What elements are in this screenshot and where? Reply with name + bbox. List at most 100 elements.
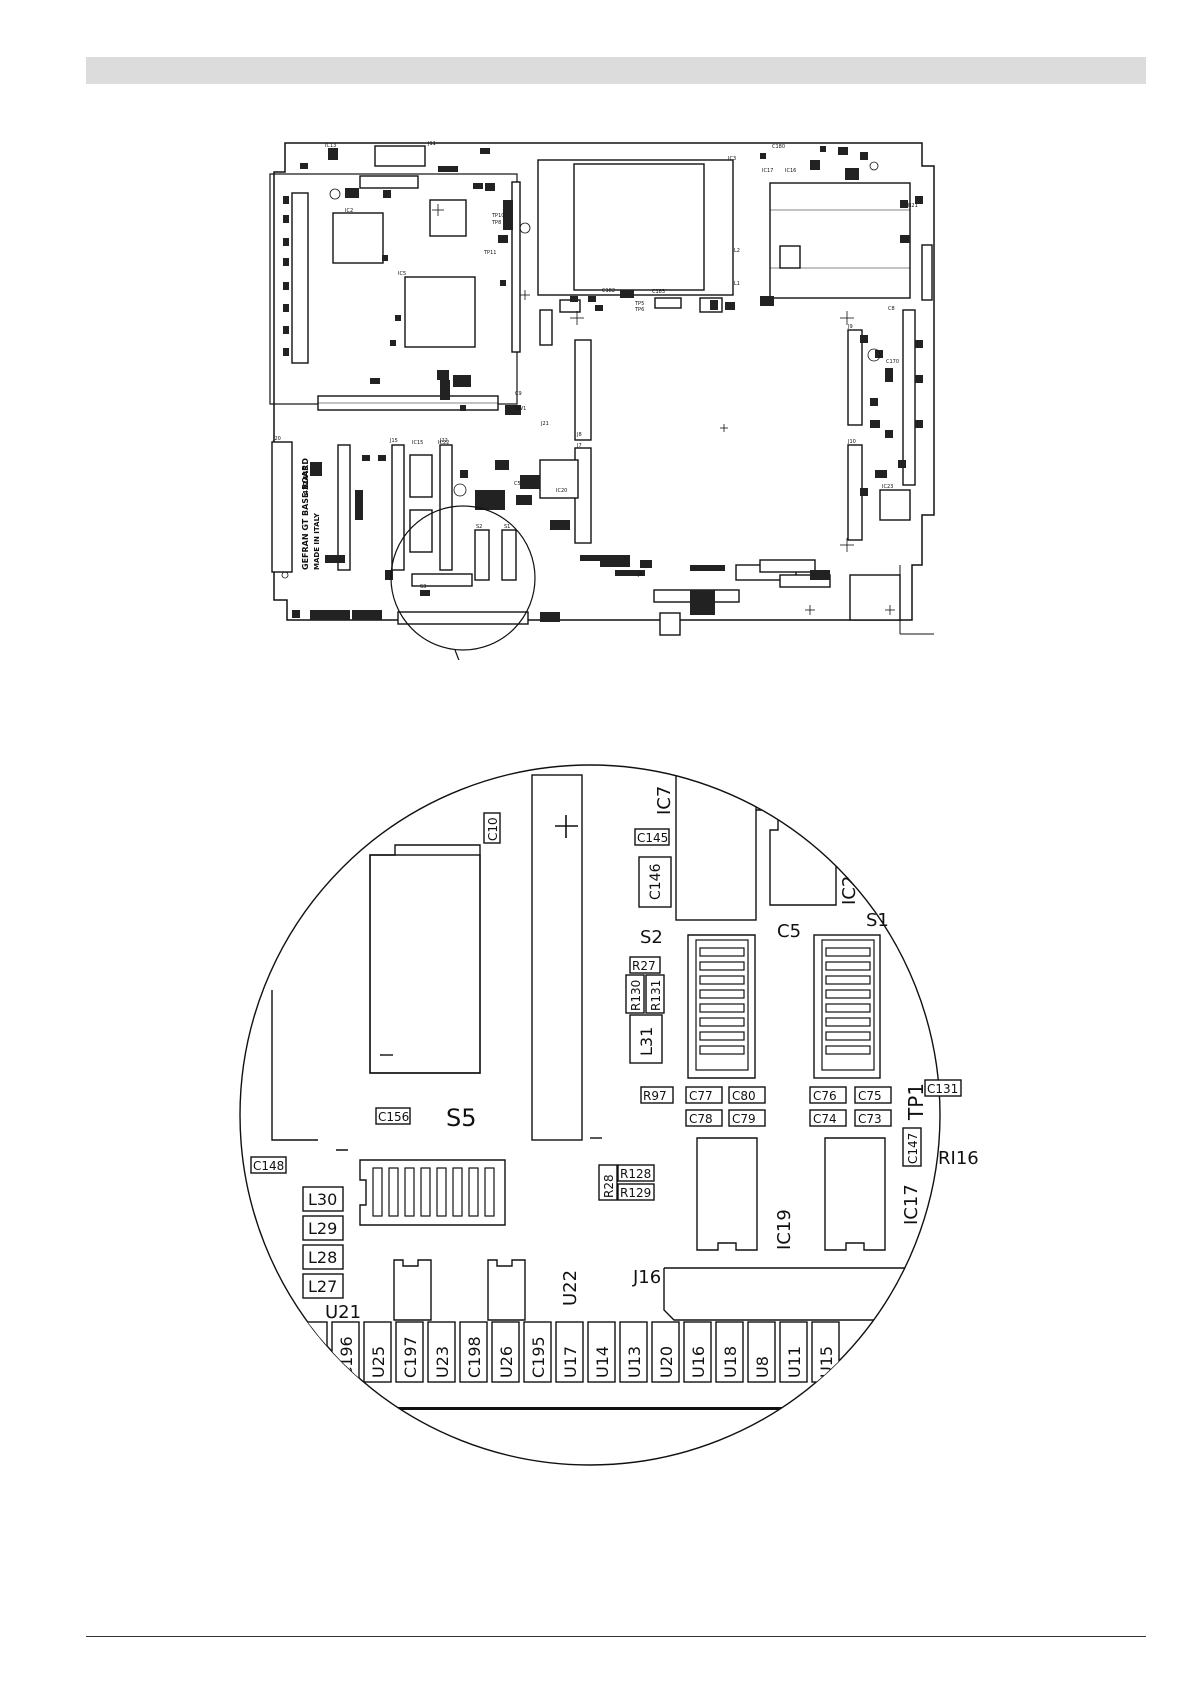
bottom-row: J24 C196 U25 C197 U23 C198 U26 C195 U17 … <box>299 1321 840 1383</box>
j16-connector <box>663 1267 940 1321</box>
bottom-label: U14 <box>593 1346 612 1378</box>
board-label: J20 <box>272 436 281 442</box>
board-label: IC16 <box>785 168 796 174</box>
label-ic7: IC7 <box>654 786 675 815</box>
board-label: IC3 <box>728 156 736 162</box>
label-l27: L27 <box>308 1277 337 1296</box>
label-r116: RI16 <box>938 1148 979 1169</box>
board-label: S3 <box>420 584 426 590</box>
board-label: L2 <box>734 248 740 254</box>
board-label: C183 <box>652 289 665 295</box>
label-l31: L31 <box>637 1027 656 1056</box>
board-label: J15 <box>389 438 398 444</box>
board-label: IC2 <box>345 208 353 214</box>
board-label: B21 <box>908 203 918 209</box>
board-label: IC5 <box>398 271 406 277</box>
dip-switch-s2 <box>687 934 756 1079</box>
ic19-outline <box>696 1137 758 1251</box>
board-label: J10 <box>847 439 856 445</box>
bottom-label: U8 <box>753 1356 772 1378</box>
label-c76: C76 <box>813 1089 837 1103</box>
label-c146: C146 <box>648 863 664 900</box>
label-ic19: IC19 <box>774 1209 795 1250</box>
bottom-label: U11 <box>785 1346 804 1378</box>
label-c73: C73 <box>858 1112 882 1126</box>
detail-circle <box>239 764 941 1466</box>
label-r129: R129 <box>620 1186 651 1200</box>
callout-line <box>454 649 460 660</box>
board-label: C8 <box>888 306 895 312</box>
board-label: TP6 <box>634 307 644 313</box>
board-label: TP10 <box>491 213 504 219</box>
label-c147: C147 <box>906 1133 920 1164</box>
board-label: J6 <box>637 572 643 578</box>
board-label: J22 <box>439 438 448 444</box>
ic5-chip <box>404 276 476 348</box>
board-label: TP5 <box>634 301 644 307</box>
board-label: C5 <box>514 481 521 487</box>
board-label: IC22 <box>438 440 449 446</box>
label-c10: C10 <box>486 817 500 841</box>
bottom-label: U17 <box>561 1346 580 1378</box>
ic2-chip <box>332 212 384 264</box>
label-c145: C145 <box>637 831 668 845</box>
header-bar <box>86 57 1146 84</box>
bottom-label: C197 <box>401 1336 420 1378</box>
label-s1: S1 <box>866 910 889 931</box>
label-c79: C79 <box>732 1112 756 1126</box>
footer-rule <box>86 1636 1146 1637</box>
zoom-circle <box>390 505 536 651</box>
board-label: IC13 <box>325 143 336 149</box>
board-label: J7 <box>576 443 582 449</box>
board-overview: GEFRAN GT BASE BOARD MADE IN ITALY 43244… <box>269 141 935 660</box>
label-s2: S2 <box>640 927 663 948</box>
label-z: Z <box>968 1115 979 1134</box>
bottom-label: C195 <box>529 1336 548 1378</box>
board-label: C170 <box>886 359 899 365</box>
bottom-label: U25 <box>369 1346 388 1378</box>
label-r131: R131 <box>649 980 663 1011</box>
label-u21: U21 <box>325 1302 361 1323</box>
board-label: IC15 <box>412 440 423 446</box>
board-label: L1 <box>734 281 740 287</box>
board-label: IC23 <box>882 484 893 490</box>
label-c131: C131 <box>927 1082 958 1096</box>
label-r27: R27 <box>632 959 656 973</box>
bottom-label: C196 <box>337 1336 356 1378</box>
bottom-label: U20 <box>657 1346 676 1378</box>
label-c80: C80 <box>732 1089 756 1103</box>
bottom-label: J24 <box>305 1353 324 1379</box>
board-outline <box>273 142 935 621</box>
label-l29: L29 <box>308 1219 337 1238</box>
label-r130: R130 <box>629 980 643 1011</box>
board-label: TP8 <box>491 220 501 226</box>
board-label: SW1 <box>515 406 526 412</box>
label-c78: C78 <box>689 1112 713 1126</box>
bottom-label: U15 <box>817 1346 836 1378</box>
board-label: S1 <box>504 524 510 530</box>
label-ic2: IC2 <box>839 876 860 905</box>
label-l28: L28 <box>308 1248 337 1267</box>
detail-components: C145 R27 R97 C77 C80 C78 C79 C76 C75 C74… <box>250 812 962 1299</box>
label-c5: C5 <box>777 921 801 942</box>
bottom-label: U13 <box>625 1346 644 1378</box>
board-label: C180 <box>772 144 785 150</box>
label-l: L <box>930 989 939 1008</box>
label-c148: C148 <box>253 1159 284 1173</box>
label-u22: U22 <box>560 1270 581 1306</box>
label-tp1: TP1 <box>904 1083 928 1121</box>
dip-switch-s1 <box>813 934 881 1079</box>
label-c75: C75 <box>858 1089 882 1103</box>
board-label: IC20 <box>556 488 567 494</box>
board-label: J8 <box>576 432 582 438</box>
label-c77: C77 <box>689 1089 713 1103</box>
dip-switch-s5 <box>359 1159 506 1226</box>
bottom-label: U18 <box>721 1346 740 1378</box>
board-silkscreen-3: 432445 <box>302 466 310 495</box>
bottom-label: U23 <box>433 1346 452 1378</box>
label-s5: S5 <box>446 1104 477 1132</box>
board-label: S2 <box>476 524 482 530</box>
board-label: IC17 <box>762 168 773 174</box>
label-r97: R97 <box>643 1089 667 1103</box>
label-r28: R28 <box>602 1174 616 1198</box>
